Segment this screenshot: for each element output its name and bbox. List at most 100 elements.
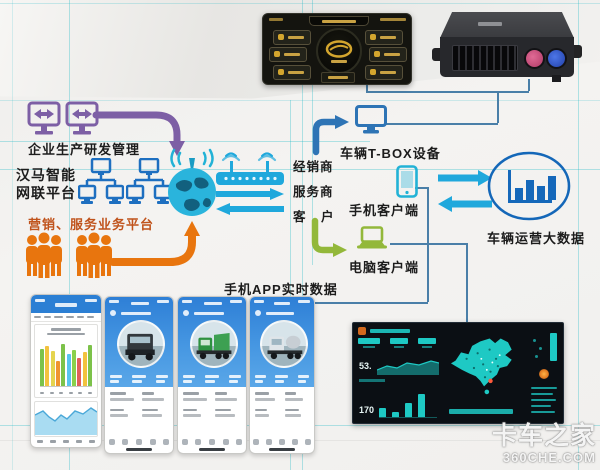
phone1-bar — [45, 345, 50, 386]
blue-elbow-arrow — [312, 115, 349, 156]
head-unit-bottom-badge — [321, 72, 355, 83]
app-stat-grid — [105, 387, 173, 417]
globe-wifi-icon — [168, 148, 216, 216]
app-tab-row — [31, 313, 101, 322]
head-unit-tab — [309, 16, 369, 26]
connector-line — [497, 91, 499, 123]
connector-line — [366, 91, 529, 93]
app-phone-screenshot-charts — [30, 294, 102, 448]
app-nav-row — [178, 439, 246, 445]
connector-line — [390, 243, 467, 245]
platform-label: 汉马智能 网联平台 — [16, 167, 76, 201]
guide-line — [0, 100, 600, 101]
bigdata-arrow-right — [438, 170, 492, 186]
dash-bar — [418, 393, 425, 417]
connector-line — [427, 187, 429, 302]
guide-line — [0, 169, 600, 170]
connector-line — [315, 302, 428, 304]
connector-line — [528, 79, 530, 91]
tbox-top-face — [440, 12, 574, 38]
app-section-title: 手机APP实时数据 — [224, 282, 338, 297]
app-bar-chart-card — [34, 324, 98, 398]
network-tree-icon — [78, 158, 124, 204]
phone1-bar — [61, 343, 66, 386]
dash-bar — [405, 402, 412, 417]
router-icon — [216, 152, 284, 185]
enterprise-label: 企业生产研发管理 — [28, 142, 141, 157]
data-arrow-right — [216, 188, 284, 200]
head-unit-button — [269, 47, 307, 62]
tbox-device — [432, 12, 582, 82]
app-phone-screenshot-vehicle — [249, 296, 315, 454]
phone1-bar — [40, 348, 44, 386]
alert-glow-dot — [539, 369, 549, 379]
people-group-icon — [26, 232, 62, 278]
head-unit-status-text — [269, 18, 283, 21]
purple-flow-arrow — [92, 111, 185, 156]
app-stat-grid — [250, 387, 314, 417]
head-unit-button — [273, 30, 311, 45]
dashboard-area-chart — [377, 360, 439, 375]
head-unit-logo-dial — [316, 28, 362, 74]
app-area-chart-card — [34, 401, 98, 437]
head-unit-statusbar-icons — [380, 18, 406, 21]
dealer-label: 经销商 — [293, 160, 334, 174]
app-phone-screenshot-vehicle — [177, 296, 247, 454]
tbox-tab — [552, 75, 561, 82]
watermark-site: 360CHE.COM — [502, 450, 596, 465]
dash-bar — [392, 412, 399, 417]
truck-photo — [260, 320, 308, 368]
guide-line — [12, 0, 13, 470]
app-phone-screenshot-vehicle — [104, 296, 174, 454]
camc-logo-icon — [325, 40, 353, 63]
connector-line — [386, 123, 498, 125]
dash-bar-chart — [379, 387, 437, 418]
guide-line — [312, 0, 313, 265]
watermark: 卡车之家 360CHE.COM — [488, 422, 596, 465]
smartphone-icon — [396, 165, 418, 198]
guide-line — [0, 3, 600, 4]
head-unit-panel — [262, 13, 412, 85]
data-arrow-left — [216, 203, 284, 215]
bigdata-label: 车辆运营大数据 — [487, 231, 586, 246]
green-elbow-arrow — [311, 217, 347, 257]
app-header — [31, 295, 101, 313]
dashboard-stat-53: 53. — [359, 361, 372, 371]
head-unit-button — [365, 65, 403, 80]
laptop-icon — [357, 226, 387, 249]
phone1-bar — [66, 354, 71, 386]
app-nav-row — [250, 439, 314, 445]
truck-image-white — [267, 335, 303, 360]
pc-client-label: 电脑客户端 — [349, 260, 420, 275]
dashboard-logo-icon — [358, 327, 366, 335]
guide-line — [302, 0, 303, 470]
connector-line — [415, 187, 427, 189]
guide-line — [0, 141, 370, 142]
app-nav-row — [105, 439, 173, 445]
china-map — [450, 338, 512, 395]
tbox-connector-blue — [546, 48, 567, 69]
head-unit-button — [369, 47, 407, 62]
watermark-brand: 卡车之家 — [491, 422, 596, 450]
bigdata-arrow-left — [438, 196, 492, 212]
tbox-connector-pink — [524, 48, 545, 69]
phone1-bar — [50, 351, 55, 386]
guide-line — [578, 0, 579, 470]
bigdata-dashboard-screen: 53. 170 — [352, 322, 564, 424]
mobile-client-label: 手机客户端 — [349, 203, 420, 218]
dashboard-mid-label — [359, 379, 385, 382]
tbox-harness-connector — [452, 45, 518, 71]
dual-monitor-icon — [27, 101, 99, 135]
monitor-icon — [355, 105, 387, 134]
dash-bar — [379, 408, 386, 417]
dashboard-stat-170: 170 — [359, 405, 375, 415]
truck-image-green — [196, 333, 232, 360]
customer-label: 客 户 — [293, 210, 340, 224]
phone1-bar-chart — [40, 338, 92, 387]
guide-line — [290, 100, 291, 470]
dashboard-map-caption — [449, 409, 513, 414]
app-stat-grid — [178, 387, 246, 417]
guide-line — [69, 0, 70, 470]
app-footer-labels — [31, 437, 101, 443]
